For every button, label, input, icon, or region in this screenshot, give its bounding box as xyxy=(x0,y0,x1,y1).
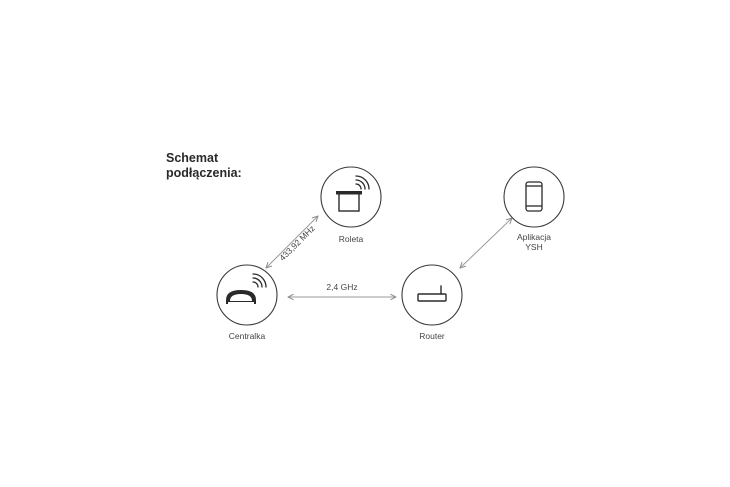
node-router-circle xyxy=(401,264,463,326)
node-centralka-label: Centralka xyxy=(228,331,266,341)
node-aplikacja-label: Aplikacja YSH xyxy=(509,232,559,252)
router-icon xyxy=(417,285,447,302)
node-router xyxy=(401,264,463,326)
node-aplikacja-label-line2: YSH xyxy=(525,242,543,252)
diagram-title-line2: podłączenia: xyxy=(166,166,242,180)
link-centralka-router-label: 2,4 GHz xyxy=(326,282,358,292)
link-router-aplikacja xyxy=(460,218,512,268)
node-aplikacja-circle xyxy=(503,166,565,228)
diagram-title-line1: Schemat xyxy=(166,151,219,165)
node-router-label: Router xyxy=(419,331,445,341)
hub-device-icon xyxy=(226,290,256,305)
node-roleta-label: Roleta xyxy=(338,234,364,244)
smartphone-icon xyxy=(525,181,543,212)
node-centralka xyxy=(216,264,278,326)
wifi-signal-icon xyxy=(355,175,370,190)
node-roleta xyxy=(320,166,382,228)
node-aplikacja-label-line1: Aplikacja xyxy=(516,232,552,242)
link-centralka-roleta xyxy=(266,216,318,268)
node-aplikacja xyxy=(503,166,565,228)
roller-blind-icon xyxy=(336,191,362,212)
diagram-title: Schemat podłączenia: xyxy=(166,151,242,181)
wifi-signal-icon xyxy=(252,273,267,288)
